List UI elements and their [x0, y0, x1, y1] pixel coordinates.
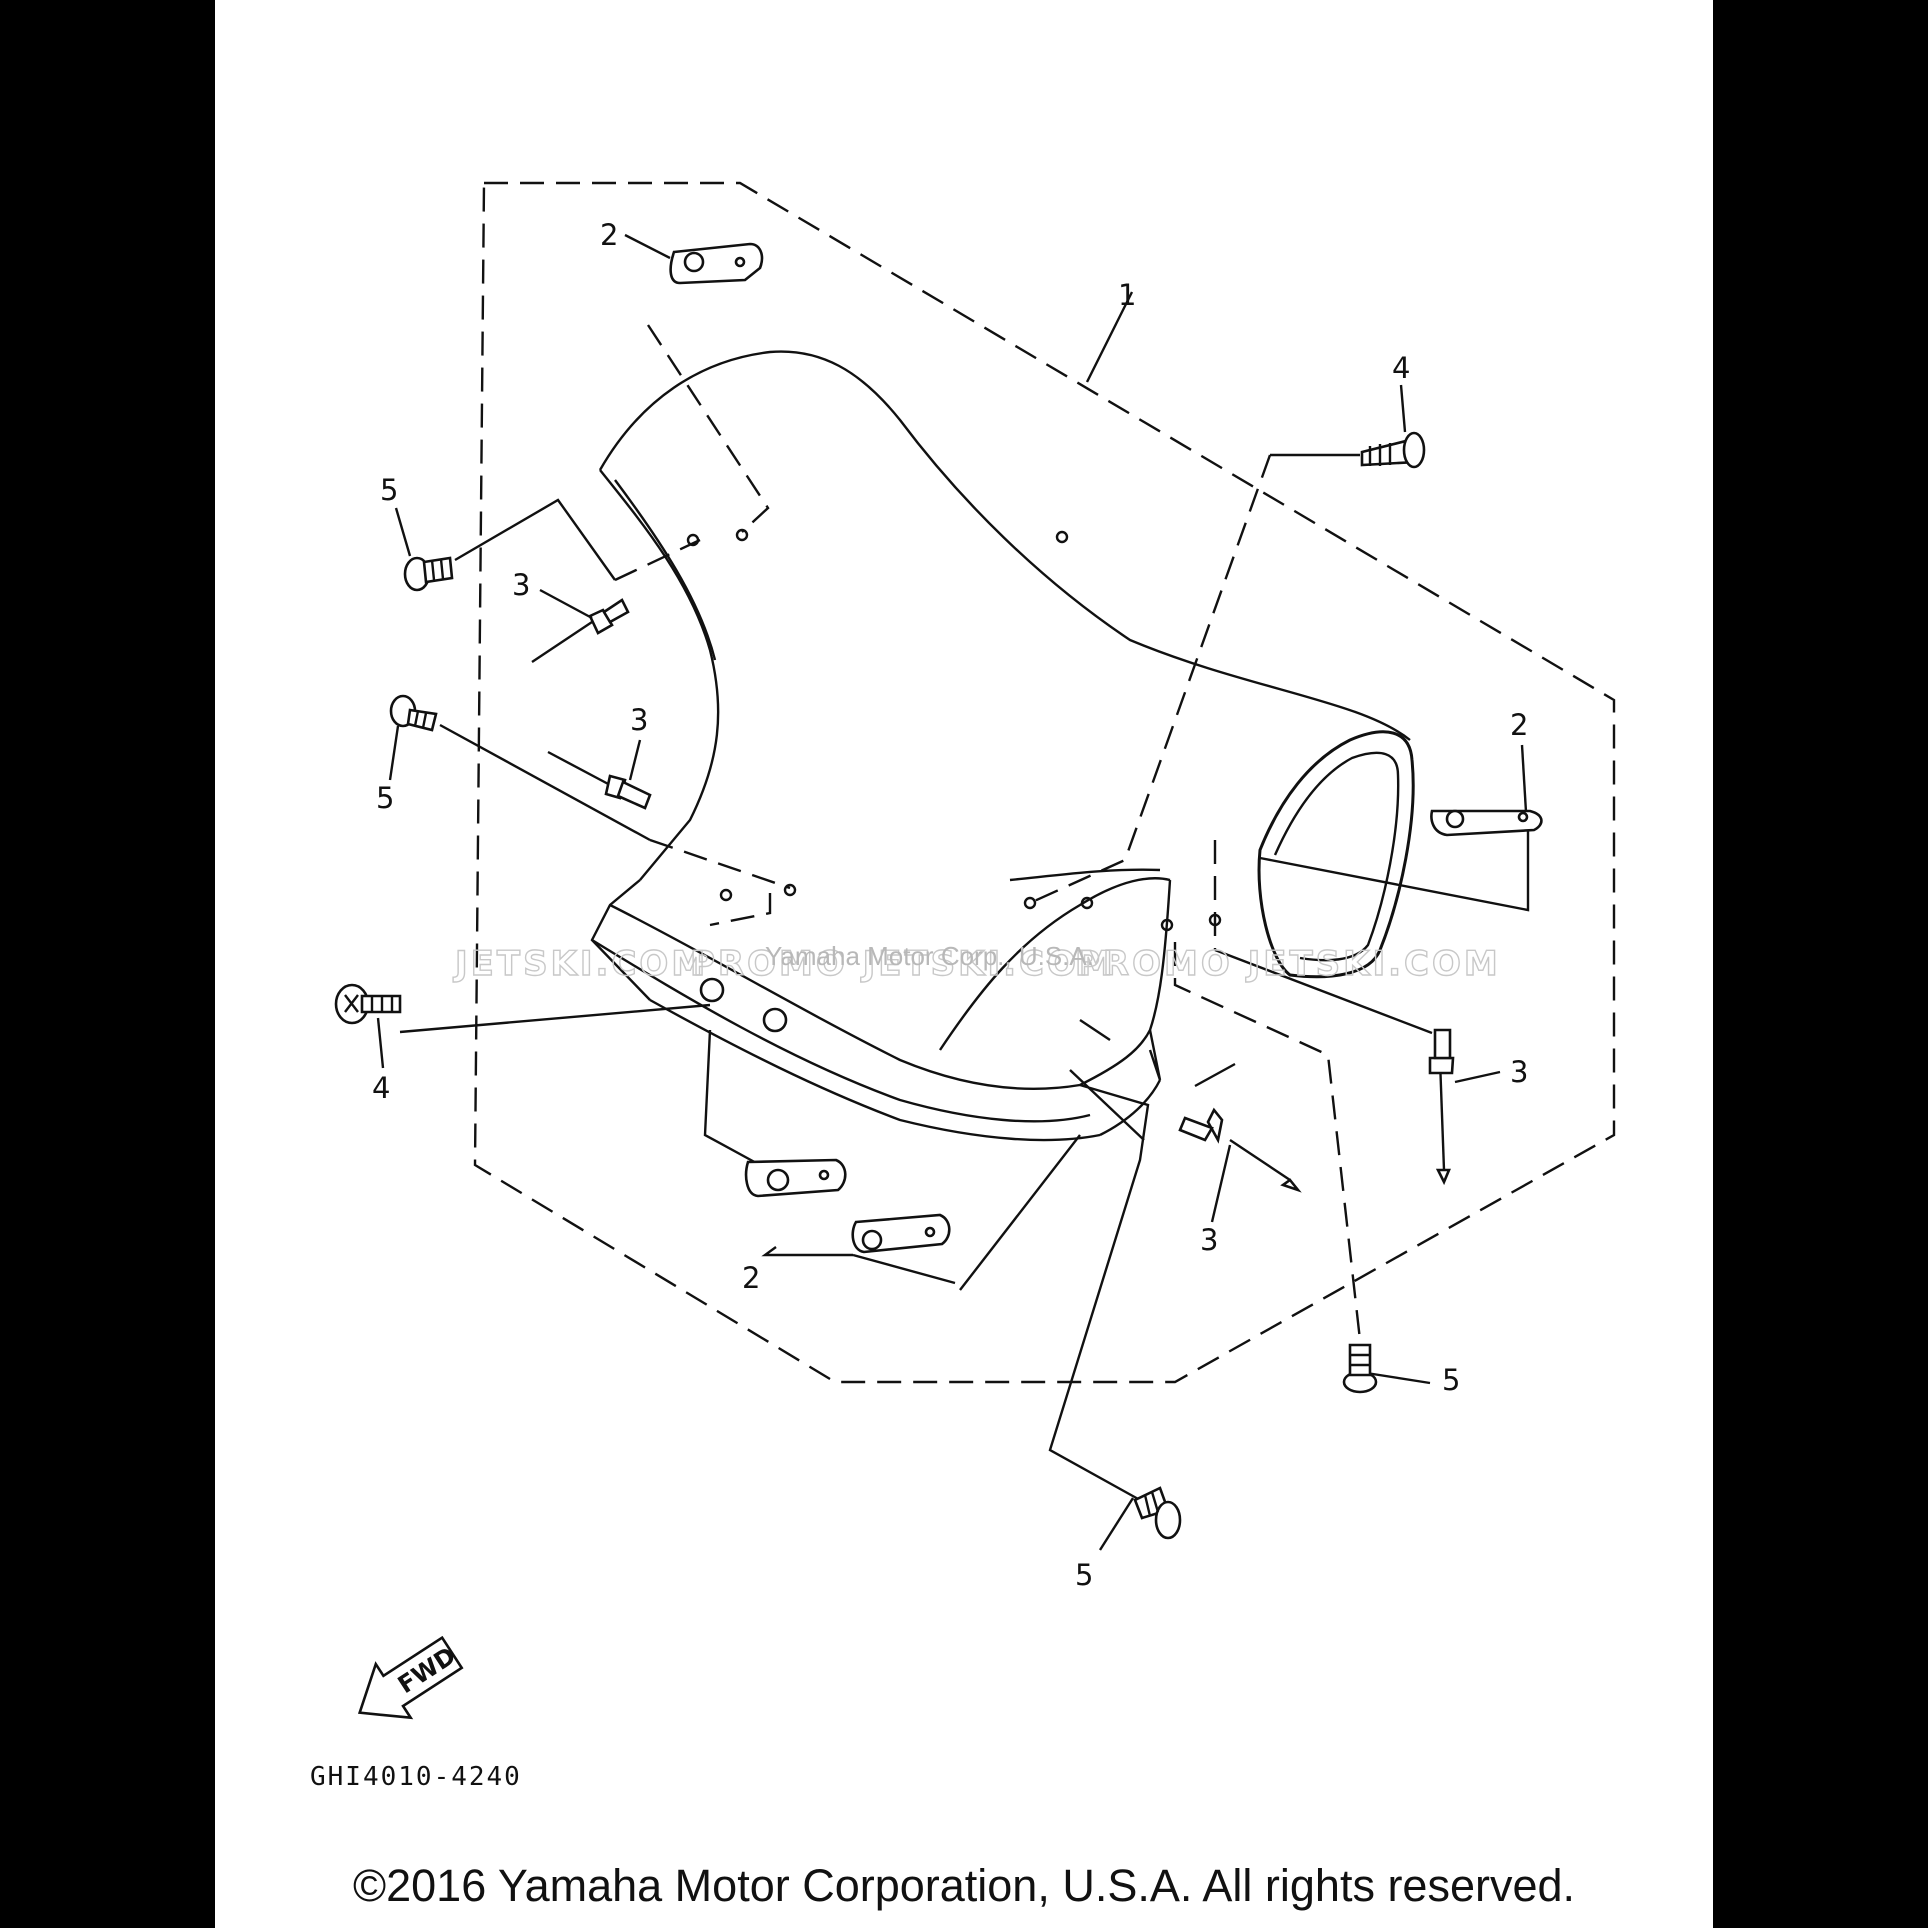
watermark-left: JETSKI.COM	[453, 944, 708, 984]
watermark: JETSKI.COM PROMO JETSKI.COM PROMO JETSKI…	[452, 941, 1501, 985]
rivet-mid-left	[547, 750, 652, 810]
diagram-code: GHI4010-4240	[310, 1762, 522, 1792]
bolt-5-bottom	[1133, 1486, 1182, 1540]
watermark-overlay: Yamaha Motor Corp., U.S.A.	[765, 941, 1094, 971]
watermark-right: PROMO JETSKI.COM	[1075, 944, 1501, 984]
callout-2-top: 2	[600, 218, 618, 252]
cover-body	[590, 350, 1415, 1142]
callout-5-mid-left: 5	[376, 781, 394, 815]
leader-lines	[399, 324, 1530, 1551]
rivet-right	[1428, 1028, 1455, 1186]
rivet-lower-right	[1178, 1107, 1302, 1193]
nut-plate-top	[669, 242, 764, 285]
callout-2-right: 2	[1510, 708, 1528, 742]
callout-2-bottom: 2	[742, 1261, 760, 1295]
watermark-mid: PROMO JETSKI.COM	[690, 944, 1116, 984]
screw-4-top-right	[1360, 431, 1426, 469]
callout-5-bottom: 5	[1075, 1558, 1093, 1592]
copyright-footer: ©2016 Yamaha Motor Corporation, U.S.A. A…	[352, 1860, 1576, 1911]
diagram-sheet	[215, 0, 1713, 1928]
bolt-5-mid-left	[389, 694, 438, 732]
bolt-5-upper-left	[403, 556, 454, 592]
callout-3-mid-left: 3	[630, 703, 648, 737]
callout-4-left: 4	[372, 1071, 390, 1105]
callout-4-top-right: 4	[1392, 351, 1410, 385]
nut-plate-bottom-right	[851, 1213, 951, 1254]
callout-1: 1	[1118, 278, 1136, 312]
rivet-upper-left	[531, 598, 630, 663]
fwd-arrow-icon: FWD	[357, 1635, 464, 1720]
assembly-boundary	[473, 181, 1616, 1384]
screw-4-left	[334, 983, 402, 1025]
callout-numbers: 1 2 2 2 3 3 3 3 4 4 5 5 5 5	[372, 218, 1528, 1592]
callout-5-upper-left: 5	[380, 473, 398, 507]
callout-3-right: 3	[1510, 1055, 1528, 1089]
callout-5-lower-right: 5	[1442, 1363, 1460, 1397]
callout-3-lower-right: 3	[1200, 1223, 1218, 1257]
callout-3-upper-left: 3	[512, 568, 530, 602]
nut-plate-bottom-left	[744, 1158, 847, 1198]
bolt-5-lower-right	[1342, 1343, 1378, 1394]
nut-plate-right	[1430, 809, 1543, 837]
